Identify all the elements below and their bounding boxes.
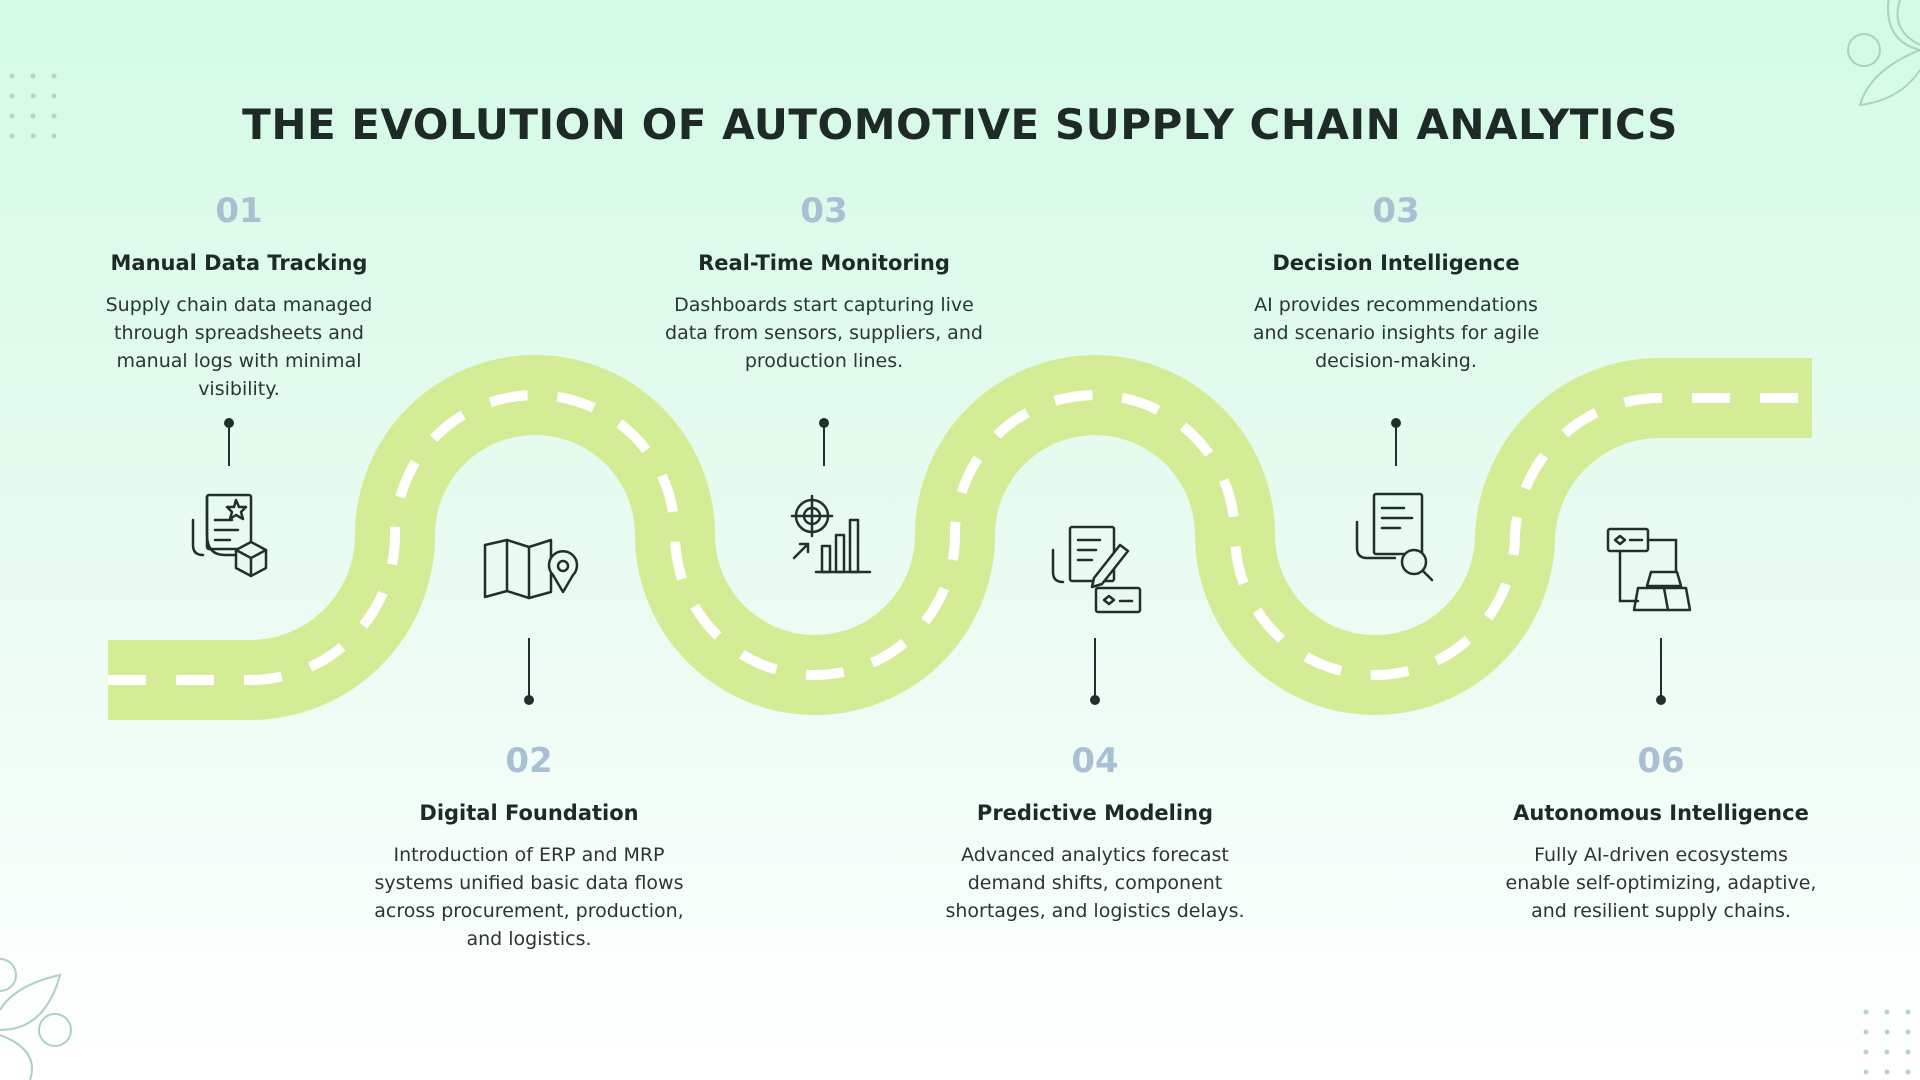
target-bar-chart-icon <box>790 494 872 574</box>
document-box-icon <box>191 493 268 578</box>
step-heading: Manual Data Tracking <box>110 251 368 275</box>
step-heading: Predictive Modeling <box>976 801 1214 825</box>
dot-grid-bottom-right <box>1863 1009 1911 1075</box>
step-heading: Autonomous Intelligence <box>1513 801 1809 825</box>
step-description: Advanced analytics forecast demand shift… <box>945 844 1245 922</box>
step-1: 01 Manual Data Tracking Supply chain dat… <box>69 191 409 403</box>
flow-gold-icon <box>1606 527 1692 612</box>
step-2: 02 Digital Foundation Introduction of ER… <box>359 741 699 953</box>
connector-dot-4 <box>1090 695 1100 705</box>
step-4: 04 Predictive Modeling Advanced analytic… <box>925 741 1265 925</box>
step-heading: Digital Foundation <box>419 801 639 825</box>
step-number: 02 <box>505 741 553 781</box>
step-number: 04 <box>1071 741 1119 781</box>
connector-dot-5 <box>1391 418 1401 428</box>
step-heading: Real-Time Monitoring <box>698 251 950 275</box>
step-description: AI provides recommendations and scenario… <box>1252 294 1540 372</box>
step-6: 06 Autonomous Intelligence Fully AI-driv… <box>1491 741 1831 925</box>
step-description: Dashboards start capturing live data fro… <box>665 294 983 372</box>
step-number: 01 <box>215 191 263 231</box>
dot-grid-top-left <box>9 73 57 139</box>
road <box>108 355 1812 720</box>
connector-dot-1 <box>224 418 234 428</box>
connector-dot-6 <box>1656 695 1666 705</box>
step-heading: Decision Intelligence <box>1272 251 1520 275</box>
document-search-icon <box>1355 492 1434 582</box>
leaf-ornament-top-right <box>1847 0 1920 107</box>
document-edit-icon <box>1051 525 1142 614</box>
step-description: Supply chain data managed through spread… <box>105 294 373 400</box>
step-3: 03 Real-Time Monitoring Dashboards start… <box>654 191 994 375</box>
step-description: Introduction of ERP and MRP systems unif… <box>374 844 684 950</box>
step-number: 03 <box>800 191 848 231</box>
step-description: Fully AI-driven ecosystems enable self-o… <box>1505 844 1817 922</box>
connector-dot-3 <box>819 418 829 428</box>
map-pin-icon <box>483 538 579 600</box>
road-dashes <box>108 390 1812 685</box>
connector-dot-2 <box>524 695 534 705</box>
leaf-ornament-bottom-left <box>0 958 72 1080</box>
page-title: THE EVOLUTION OF AUTOMOTIVE SUPPLY CHAIN… <box>242 100 1678 149</box>
step-number: 06 <box>1637 741 1685 781</box>
step-5: 03 Decision Intelligence AI provides rec… <box>1226 191 1566 375</box>
step-number: 03 <box>1372 191 1420 231</box>
